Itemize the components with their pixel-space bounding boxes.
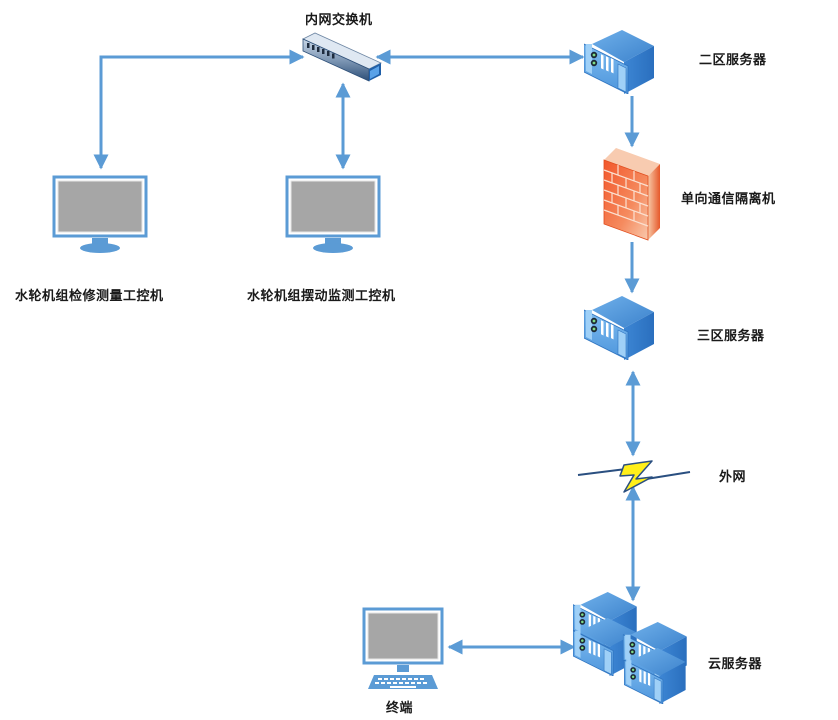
isolator-label: 单向通信隔离机 [681,192,776,207]
cloud-server-label: 云服务器 [708,657,763,672]
zone2-server-icon[interactable] [584,30,654,94]
vibration-pc-label: 水轮机组摆动监测工控机 [247,289,396,304]
firewall-icon[interactable] [603,148,660,241]
server-cluster-icon[interactable] [573,592,688,704]
zone3-server-label: 三区服务器 [697,329,765,344]
zone3-server-icon[interactable] [584,296,654,360]
maintenance-pc-label: 水轮机组检修测量工控机 [15,289,164,304]
desktop-computer-icon[interactable] [362,607,444,689]
switch-label: 内网交换机 [305,13,373,28]
vibration-pc-monitor-icon[interactable] [285,175,381,253]
network-switch-icon[interactable] [302,32,382,82]
terminal-label: 终端 [386,701,414,716]
links [93,49,641,655]
zone2-server-label: 二区服务器 [699,53,767,68]
maintenance-pc-monitor-icon[interactable] [52,175,148,253]
internet-label: 外网 [719,470,747,485]
link-switch-maintenance-pc [93,49,305,170]
lightning-link-icon[interactable] [577,459,691,493]
